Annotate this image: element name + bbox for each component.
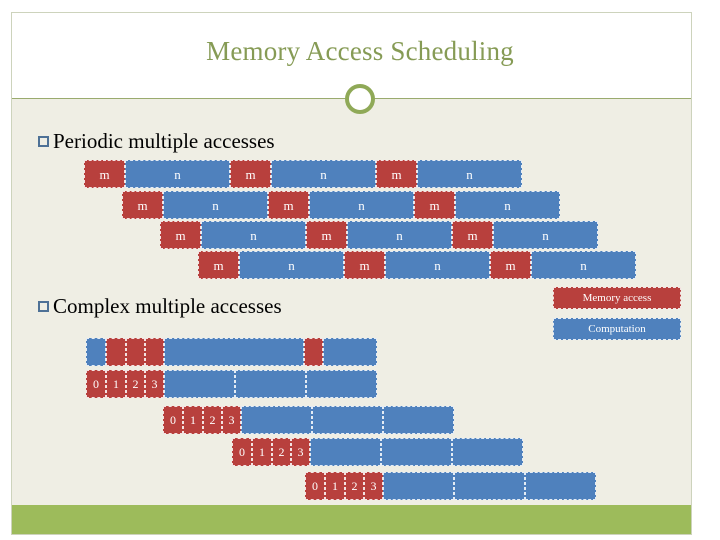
computation-block: n: [455, 191, 560, 219]
computation-block: [381, 438, 452, 466]
bullet-complex-label: Complex multiple accesses: [53, 294, 282, 318]
computation-block: n: [201, 221, 306, 249]
memory-access-block: 1: [325, 472, 345, 500]
computation-block: [323, 338, 377, 366]
memory-access-block: m: [160, 221, 201, 249]
computation-block: n: [531, 251, 636, 279]
memory-access-block: 2: [126, 370, 145, 398]
memory-access-block: 0: [232, 438, 252, 466]
computation-block: n: [385, 251, 490, 279]
computation-block: [306, 370, 377, 398]
computation-block: [312, 406, 383, 434]
title-band: [11, 12, 692, 99]
computation-block: n: [125, 160, 230, 188]
memory-access-block: [126, 338, 145, 366]
memory-access-block: 0: [163, 406, 183, 434]
memory-access-block: m: [230, 160, 271, 188]
memory-access-block: m: [268, 191, 309, 219]
computation-block: [310, 438, 381, 466]
computation-block: n: [417, 160, 522, 188]
memory-access-block: 1: [106, 370, 126, 398]
memory-access-block: m: [84, 160, 125, 188]
memory-access-block: m: [198, 251, 239, 279]
bottom-accent-bar: [12, 505, 691, 534]
square-bullet-icon: [38, 136, 49, 147]
computation-block: [164, 370, 235, 398]
memory-access-block: 2: [345, 472, 364, 500]
memory-access-block: 3: [222, 406, 241, 434]
bullet-periodic-label: Periodic multiple accesses: [53, 129, 275, 153]
computation-block: [241, 406, 312, 434]
legend-computation-label: Computation: [588, 323, 646, 335]
memory-access-block: 3: [364, 472, 383, 500]
memory-access-block: [106, 338, 126, 366]
memory-access-block: m: [414, 191, 455, 219]
memory-access-block: m: [452, 221, 493, 249]
legend-item-computation: Computation: [553, 318, 681, 340]
memory-access-block: 2: [203, 406, 222, 434]
memory-access-block: m: [122, 191, 163, 219]
memory-access-block: [304, 338, 323, 366]
page-title: Memory Access Scheduling: [206, 36, 514, 66]
computation-block: n: [493, 221, 598, 249]
computation-block: [454, 472, 525, 500]
memory-access-block: m: [344, 251, 385, 279]
computation-block: [452, 438, 523, 466]
memory-access-block: 0: [86, 370, 106, 398]
memory-access-block: 1: [183, 406, 203, 434]
computation-block: [235, 370, 306, 398]
computation-block: n: [271, 160, 376, 188]
bullet-periodic: Periodic multiple accesses: [38, 129, 275, 154]
square-bullet-icon: [38, 301, 49, 312]
computation-block: [164, 338, 304, 366]
legend-memory-label: Memory access: [582, 292, 652, 304]
memory-access-block: [145, 338, 164, 366]
computation-block: [525, 472, 596, 500]
computation-block: n: [163, 191, 268, 219]
memory-access-block: m: [306, 221, 347, 249]
computation-block: n: [239, 251, 344, 279]
legend-item-memory-access: Memory access: [553, 287, 681, 309]
computation-block: [383, 406, 454, 434]
memory-access-block: 0: [305, 472, 325, 500]
computation-block: n: [309, 191, 414, 219]
memory-access-block: 3: [145, 370, 164, 398]
computation-block: [383, 472, 454, 500]
computation-block: [86, 338, 106, 366]
decorative-circle-icon: [345, 84, 375, 114]
memory-access-block: 2: [272, 438, 291, 466]
computation-block: n: [347, 221, 452, 249]
bullet-complex: Complex multiple accesses: [38, 294, 282, 319]
memory-access-block: m: [490, 251, 531, 279]
memory-access-block: m: [376, 160, 417, 188]
memory-access-block: 3: [291, 438, 310, 466]
memory-access-block: 1: [252, 438, 272, 466]
